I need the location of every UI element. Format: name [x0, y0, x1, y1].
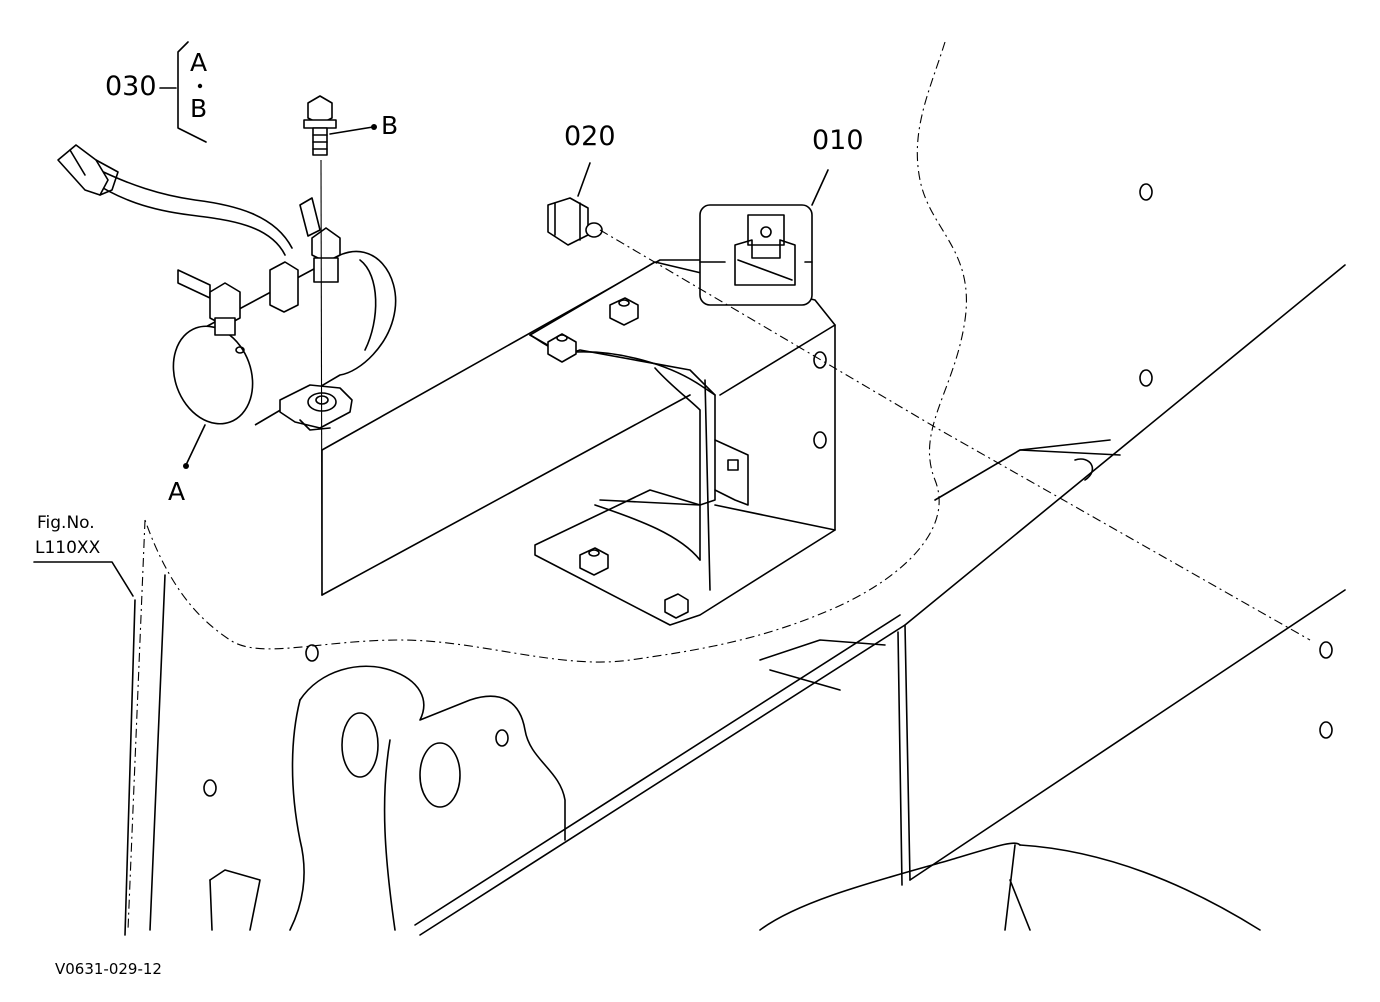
- bracket-detail-inset: [699, 204, 813, 306]
- grommet-center-line: [599, 229, 1311, 641]
- callout-020: 020: [564, 121, 616, 152]
- bracket-label-b: B: [190, 94, 208, 123]
- bracket-label-a: A: [190, 48, 208, 77]
- leader-label-b: B: [381, 111, 399, 140]
- grommet: [547, 197, 603, 246]
- leader-label-a: A: [168, 477, 186, 506]
- callout-leaders: [33, 41, 829, 597]
- pump-bracket: [529, 261, 836, 626]
- mounting-bolt: [303, 95, 337, 156]
- fuel-pump: [57, 144, 397, 431]
- callout-010: 010: [812, 125, 864, 156]
- figure-ref-line2: L110XX: [35, 538, 101, 558]
- figure-ref-line1: Fig.No.: [37, 513, 95, 533]
- bolt-center-line: [320, 159, 323, 596]
- machine-frame: [124, 41, 1346, 936]
- drawing-code: V0631-029-12: [55, 960, 162, 978]
- callout-030: 030: [105, 71, 157, 102]
